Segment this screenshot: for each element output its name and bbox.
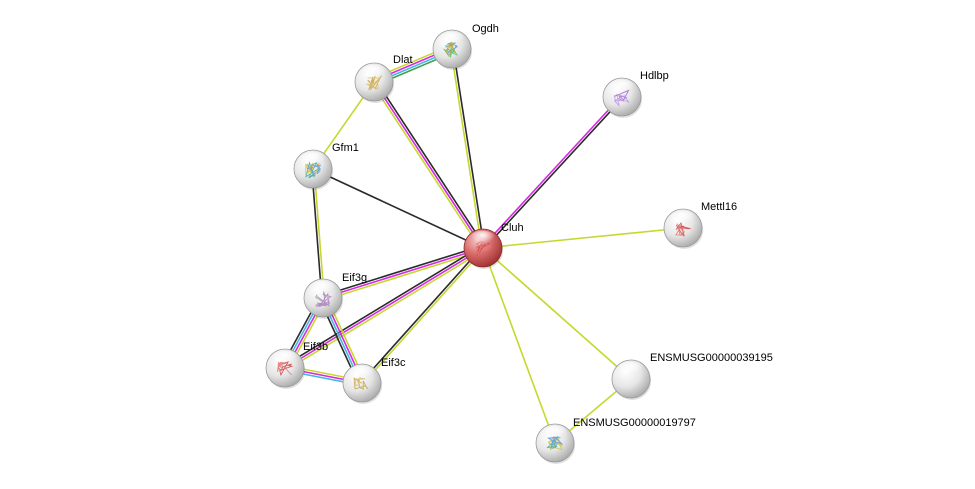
edge-evidence-textmining <box>450 49 483 249</box>
node-label: Mettl16 <box>701 201 737 213</box>
node-ogdh[interactable]: Ogdh <box>432 23 499 70</box>
edge-evidence-coexpression <box>311 169 323 299</box>
node-eif3b[interactable]: Eif3b <box>265 341 328 389</box>
node-highlight <box>469 230 497 248</box>
edge-evidence-coexpression <box>452 48 485 248</box>
node-label: Ogdh <box>472 23 499 35</box>
edge-evidence-experiments <box>481 95 622 248</box>
node-highlight <box>360 64 388 82</box>
edge-cluh-ogdh[interactable] <box>450 48 485 249</box>
node-highlight <box>608 79 636 97</box>
edge-cluh-ensmusg39195[interactable] <box>482 247 632 380</box>
node-highlight <box>617 361 645 380</box>
node-highlight <box>669 210 697 228</box>
node-label: Eif3b <box>303 341 328 353</box>
edge-evidence-coexpression <box>322 244 483 297</box>
node-hdlbp[interactable]: Hdlbp <box>602 70 669 118</box>
edge-cluh-dlat[interactable] <box>371 80 486 250</box>
edge-cluh-gfm1[interactable] <box>312 168 484 249</box>
node-highlight <box>348 365 376 384</box>
node-label: Eif3g <box>342 272 367 284</box>
node-highlight <box>271 350 299 369</box>
edge-evidence-coexpression <box>483 97 624 250</box>
edge-cluh-hdlbp[interactable] <box>481 95 624 250</box>
edge-evidence-textmining <box>285 249 485 371</box>
node-label: Hdlbp <box>640 70 669 82</box>
node-highlight <box>438 31 466 49</box>
edge-evidence-experiments <box>373 81 484 249</box>
edge-cluh-ensmusg19797[interactable] <box>482 247 556 444</box>
node-label: ENSMUSG00000039195 <box>650 352 773 364</box>
edge-cluh-mettl16[interactable] <box>482 227 684 249</box>
edge-cluh-eif3b[interactable] <box>283 245 485 371</box>
edge-evidence-textmining <box>323 249 484 302</box>
node-label: Eif3c <box>381 357 406 369</box>
edge-evidence-textmining <box>482 227 684 249</box>
node-cluh[interactable]: Cluh <box>463 222 524 269</box>
node-label: Gfm1 <box>332 142 359 154</box>
edge-evidence-coexpression <box>360 246 483 383</box>
nodes-layer: Cluh OgdhDlatHdlbpGfm1Mettl16Eif3gEif3bEi… <box>265 23 773 464</box>
node-dlat[interactable]: Dlat <box>354 54 413 103</box>
edge-gfm1-eif3g[interactable] <box>311 168 325 299</box>
node-ensmusg39195[interactable]: ENSMUSG00000039195 <box>611 352 773 400</box>
edge-evidence-coexpression <box>283 245 483 367</box>
node-mettl16[interactable]: Mettl16 <box>663 201 737 249</box>
node-ensmusg19797[interactable]: ENSMUSG00000019797 <box>535 417 696 464</box>
edge-evidence-textmining <box>313 168 325 298</box>
node-label: Dlat <box>393 54 413 66</box>
node-label: ENSMUSG00000019797 <box>573 417 696 429</box>
protein-structure-icon <box>314 291 332 308</box>
edge-cluh-eif3c[interactable] <box>360 246 485 385</box>
edge-evidence-coexpression <box>312 168 484 249</box>
edge-evidence-textmining <box>371 82 482 250</box>
edge-evidence-textmining <box>362 248 485 385</box>
edge-cluh-eif3g[interactable] <box>322 244 484 302</box>
edge-evidence-experiments <box>284 247 484 369</box>
node-eif3g[interactable]: Eif3g <box>303 272 367 319</box>
node-eif3c[interactable]: Eif3c <box>342 357 406 404</box>
node-highlight <box>541 425 569 444</box>
edge-evidence-experiments <box>322 247 484 299</box>
edge-evidence-textmining <box>482 247 556 444</box>
node-highlight <box>309 280 337 299</box>
node-gfm1[interactable]: Gfm1 <box>293 142 359 190</box>
edge-evidence-coexpression <box>375 80 486 248</box>
edge-evidence-textmining <box>482 247 632 380</box>
node-label: Cluh <box>501 222 524 234</box>
node-highlight <box>299 151 327 169</box>
